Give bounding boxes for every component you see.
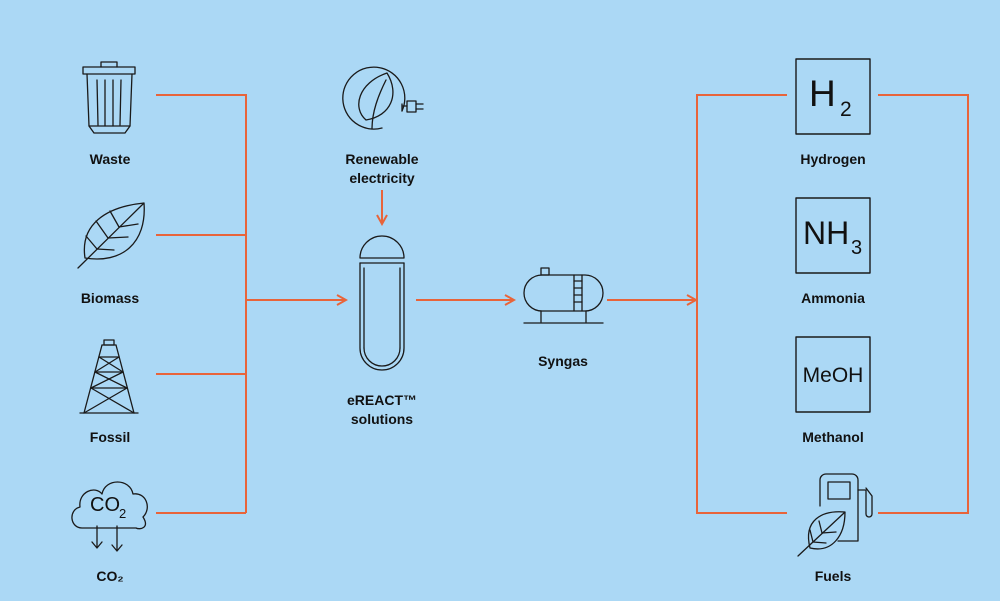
label-waste: Waste (89, 151, 131, 167)
label-fuels: Fuels (814, 568, 852, 584)
label-methanol: Methanol (802, 429, 864, 445)
ammonia-symbol: NH (803, 215, 849, 251)
hydrogen-box (795, 58, 871, 135)
leaf-icon (77, 202, 145, 269)
label-fossil: Fossil (89, 429, 131, 445)
trash-bin-icon (82, 61, 136, 134)
connector-lines (156, 94, 969, 514)
connector-waste (156, 94, 247, 513)
co2-icon-subscript: 2 (119, 506, 126, 521)
hydrogen-symbol: H (809, 73, 836, 114)
label-renewable-electricity: Renewable electricity (312, 150, 452, 188)
connector-products-left (696, 94, 787, 514)
methanol-symbol: MeOH (803, 364, 864, 387)
label-biomass: Biomass (80, 290, 140, 306)
label-renewable-line2: electricity (349, 170, 415, 186)
fuel-pump-leaf-icon (797, 473, 873, 557)
co2-icon-text: CO (90, 494, 120, 516)
syngas-tank-icon (523, 267, 604, 324)
label-ereact-solutions: eREACT™ solutions (312, 391, 452, 429)
label-co2: CO₂ (96, 568, 124, 584)
methanol-box (795, 336, 871, 413)
label-syngas: Syngas (538, 353, 588, 369)
label-ereact-line1: eREACT™ (346, 392, 417, 408)
connector-products-right (878, 94, 969, 514)
renewable-plug-icon (342, 66, 424, 130)
hydrogen-subscript: 2 (840, 98, 852, 121)
co2-cloud-icon (71, 481, 148, 552)
reactor-icon (359, 235, 405, 371)
label-ereact-line2: solutions (350, 411, 414, 427)
ammonia-box (795, 197, 871, 274)
oil-derrick-icon (79, 339, 139, 414)
label-renewable-line1: Renewable (345, 151, 419, 167)
label-hydrogen: Hydrogen (800, 151, 866, 167)
label-ammonia: Ammonia (801, 290, 865, 306)
ammonia-subscript: 3 (851, 237, 862, 259)
